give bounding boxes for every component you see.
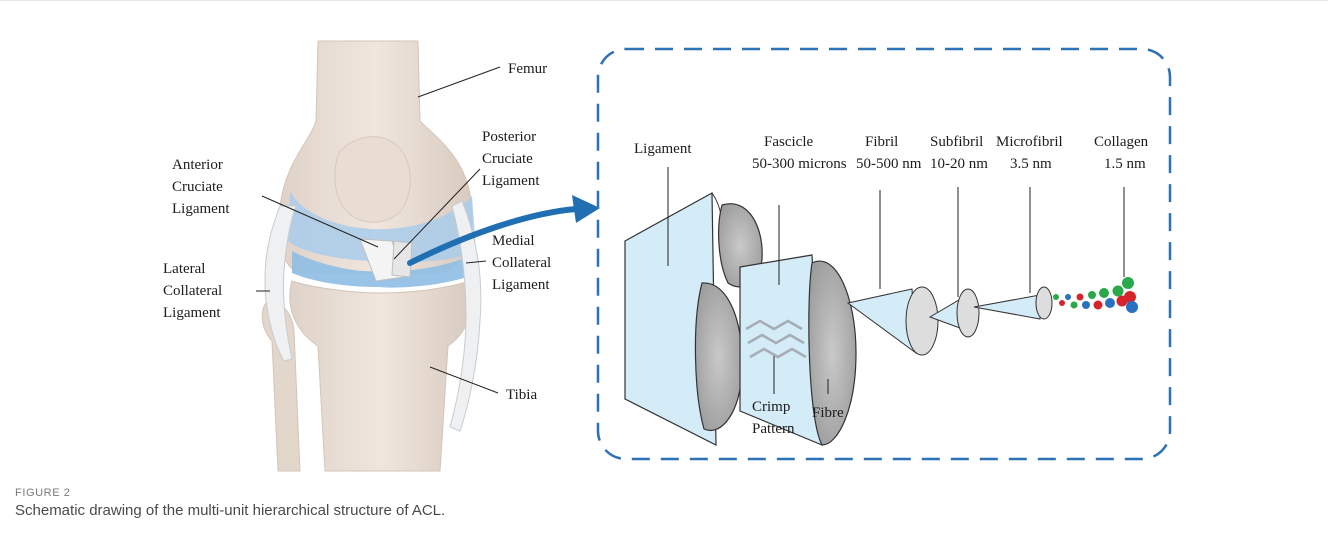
pcl-label-line2: Cruciate [482,151,533,167]
microfibril-cone [974,295,1040,319]
pcl-label-line3: Ligament [482,173,540,189]
knee-illustration: Femur Posterior Cruciate Ligament Anteri… [163,41,551,471]
lcl-label-line3: Ligament [163,305,221,321]
acl-hierarchy-diagram: Femur Posterior Cruciate Ligament Anteri… [0,1,1328,481]
ligament-label: Ligament [634,141,692,157]
lcl-label-line2: Collateral [163,283,222,299]
acl-label-line3: Ligament [172,201,230,217]
mcl-label-line3: Ligament [492,277,550,293]
fascicle-section-bottom [695,283,742,431]
lcl-label-line1: Lateral [163,261,205,277]
posterior-cruciate-ligament [392,241,412,277]
collagen-label-line2: 1.5 nm [1104,156,1146,172]
crimp-label-line2: Pattern [752,421,795,437]
fibre-label: Fibre [812,405,844,421]
fibril-label-line2: 50-500 nm [856,156,922,172]
fibril-section [906,287,938,355]
subfibril-section [957,289,979,337]
microfibril-section [1036,287,1052,319]
microfibril-label-line2: 3.5 nm [1010,156,1052,172]
tibia-label: Tibia [506,387,537,403]
tibia-bone [290,281,473,471]
figure-caption: Schematic drawing of the multi-unit hier… [15,502,445,519]
fascicle-label-line1: Fascicle [764,134,813,150]
acl-label-line2: Cruciate [172,179,223,195]
figure-label: FIGURE 2 [15,487,71,499]
collagen-label-line1: Collagen [1094,134,1149,150]
femur-label: Femur [508,61,547,77]
pcl-label-line1: Posterior [482,129,536,145]
hierarchy-illustration: Ligament Fascicle 50-300 microns Fibril … [625,134,1149,445]
microfibril-label-line1: Microfibril [996,134,1063,150]
collagen-molecules [1053,277,1138,313]
fibril-label-line1: Fibril [865,134,898,150]
acl-label-line1: Anterior [172,157,223,173]
mcl-label-line1: Medial [492,233,535,249]
subfibril-label-line1: Subfibril [930,134,983,150]
crimp-label-line1: Crimp [752,399,790,415]
fascicle-label-line2: 50-300 microns [752,156,847,172]
subfibril-label-line2: 10-20 nm [930,156,988,172]
femur-condyle-shading [335,137,410,223]
mcl-label-line2: Collateral [492,255,551,271]
